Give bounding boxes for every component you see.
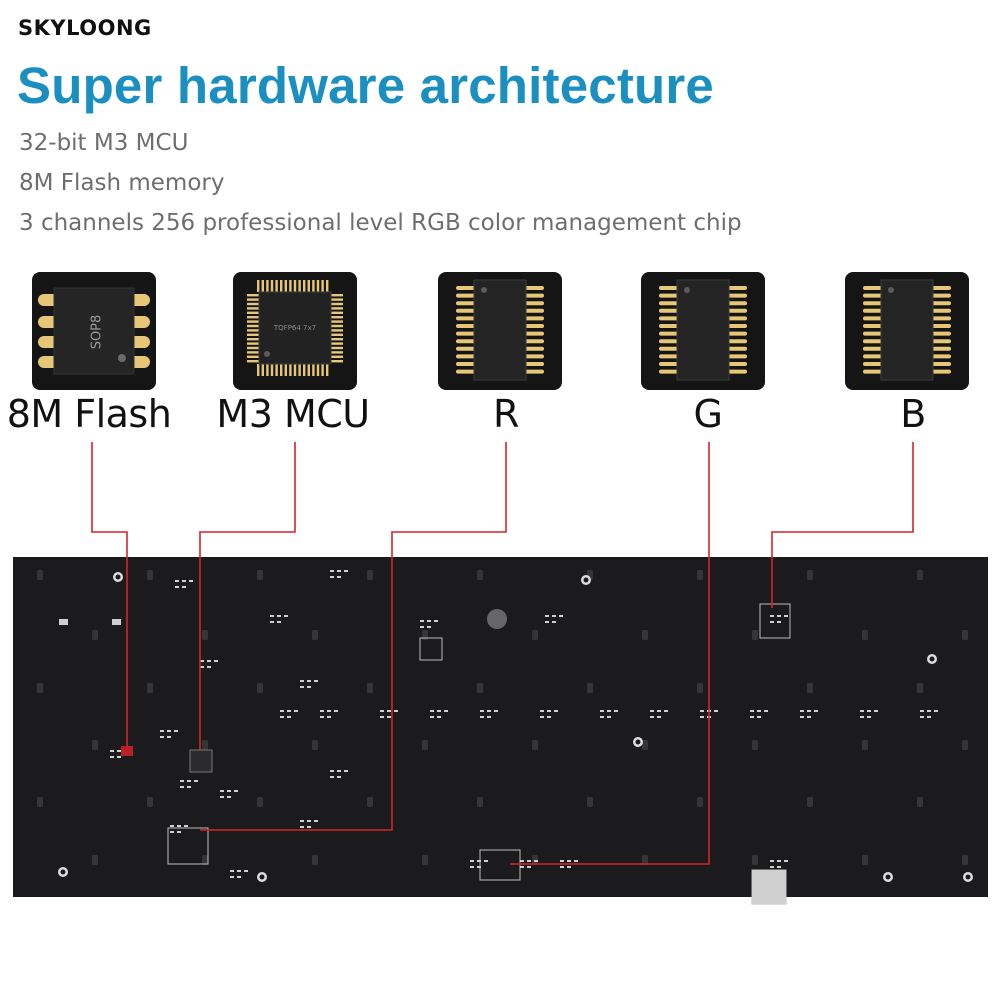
chip-sop8-flash-image: SOP8 bbox=[32, 272, 156, 390]
feature-flash: 8M Flash memory bbox=[19, 170, 225, 196]
callout-line-flash bbox=[91, 442, 128, 750]
chip-label-mcu: M3 MCU bbox=[216, 392, 370, 436]
callout-line-r bbox=[200, 442, 507, 831]
chip-label-b: B bbox=[900, 392, 926, 436]
chip-b-driver-image bbox=[845, 272, 969, 390]
callout-line-b bbox=[771, 442, 914, 608]
board-mcu-chip bbox=[189, 749, 213, 773]
chip-label-g: G bbox=[693, 392, 723, 436]
feature-mcu: 32-bit M3 MCU bbox=[19, 130, 189, 156]
headline: Super hardware architecture bbox=[17, 57, 714, 114]
feature-rgb: 3 channels 256 professional level RGB co… bbox=[19, 210, 742, 236]
chip-package-label: SOP8 bbox=[90, 315, 105, 350]
chip-g-driver-image bbox=[641, 272, 765, 390]
chip-label-flash: 8M Flash bbox=[6, 392, 172, 436]
chip-r-driver-image bbox=[438, 272, 562, 390]
brand-logo: SKYLOONG bbox=[18, 16, 152, 40]
callout-line-g bbox=[510, 442, 710, 865]
chip-package-label: TQFP64 7x7 bbox=[273, 324, 316, 332]
callout-line-mcu bbox=[199, 442, 296, 758]
chip-label-r: R bbox=[493, 392, 519, 436]
board-flash-chip bbox=[121, 746, 133, 756]
pcb-board-diagram bbox=[0, 430, 1000, 930]
pcb-board bbox=[13, 557, 988, 897]
chip-tqfp64-mcu-image: TQFP64 7x7 bbox=[233, 272, 357, 390]
